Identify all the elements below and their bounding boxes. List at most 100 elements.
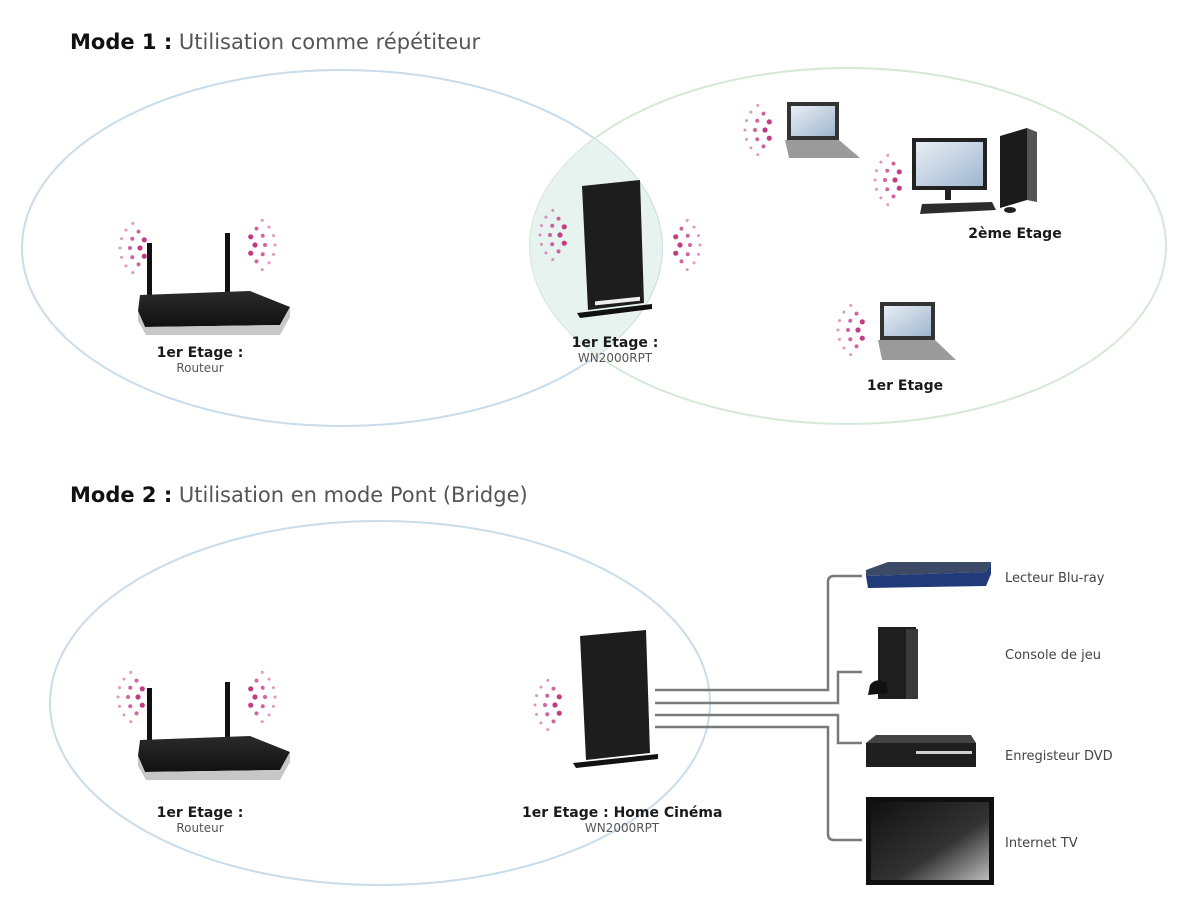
- wifi-dot: [118, 246, 122, 250]
- wifi-dot: [248, 686, 254, 692]
- ethernet-cables: [655, 574, 862, 842]
- wifi-signal-icon: [248, 218, 277, 272]
- bridge-location-label: 1er Etage : Home Cinéma: [522, 805, 723, 821]
- wifi-dot: [135, 694, 141, 700]
- wifi-dot: [260, 218, 264, 222]
- wifi-dot: [254, 678, 259, 683]
- router-name-label: Routeur: [176, 821, 224, 835]
- tv-icon: [866, 797, 994, 885]
- wifi-dot: [685, 233, 690, 238]
- laptop-icon: [785, 102, 860, 158]
- wifi-dot: [873, 178, 877, 182]
- wifi-dot: [267, 713, 271, 717]
- wifi-dot: [248, 250, 254, 256]
- wifi-dot: [551, 258, 555, 262]
- wifi-dot: [548, 233, 552, 237]
- wifi-dot: [885, 187, 890, 192]
- router-name-label: Routeur: [176, 361, 224, 375]
- wifi-dot: [141, 253, 147, 259]
- wifi-dot: [139, 702, 145, 708]
- wifi-dot: [879, 160, 883, 164]
- wifi-dot: [886, 153, 890, 157]
- repeater-floor-label: 1er Etage :: [571, 335, 659, 351]
- wifi-dot: [883, 178, 887, 182]
- game-console-icon: [868, 627, 918, 699]
- wifi-dot: [545, 712, 550, 717]
- wifi-signal-icon: [248, 670, 277, 724]
- wifi-dot: [766, 119, 772, 125]
- mode2-bridge-caption: 1er Etage : Home Cinéma WN2000RPT: [522, 805, 722, 835]
- wifi-dot: [134, 678, 139, 683]
- wifi-dot: [696, 234, 700, 238]
- wifi-dot: [131, 271, 135, 275]
- wifi-dot: [756, 153, 760, 157]
- wifi-dot: [875, 187, 879, 191]
- device-label-console: Console de jeu: [1005, 648, 1101, 663]
- wifi-dot: [854, 344, 859, 349]
- wifi-dot: [679, 259, 684, 264]
- wifi-dot: [749, 146, 753, 150]
- wifi-dot: [896, 185, 902, 191]
- wifi-dot: [260, 720, 264, 724]
- floor1-label: 1er Etage: [866, 378, 944, 394]
- wifi-dot: [677, 242, 683, 248]
- wifi-dot: [260, 685, 265, 690]
- wifi-dot: [540, 224, 544, 228]
- wifi-dot: [688, 243, 692, 247]
- wifi-dot: [136, 262, 141, 267]
- wifi-dot: [252, 694, 258, 700]
- wifi-signal-icon: [116, 670, 145, 724]
- wifi-dot: [139, 686, 145, 692]
- wifi-dot: [267, 225, 271, 229]
- repeater-icon: [577, 180, 652, 318]
- wifi-dot: [131, 221, 135, 225]
- wifi-dot: [561, 240, 567, 246]
- mode1-coverage-zones: [21, 67, 1167, 427]
- wifi-dot: [263, 243, 267, 247]
- wifi-dot: [855, 327, 861, 333]
- desktop-computer-icon: [912, 128, 1037, 214]
- wifi-dot: [136, 229, 141, 234]
- wifi-dot: [891, 194, 896, 199]
- wifi-dot: [557, 232, 563, 238]
- wifi-dot: [859, 335, 865, 341]
- wifi-dot: [838, 319, 842, 323]
- mode1-description: Utilisation comme répétiteur: [178, 30, 481, 54]
- wifi-dot: [120, 237, 124, 241]
- wifi-dot: [254, 259, 259, 264]
- wifi-signal-icon: [873, 153, 902, 207]
- wifi-dot: [118, 704, 122, 708]
- wifi-dot: [535, 694, 539, 698]
- wifi-dot: [755, 137, 760, 142]
- wifi-dot: [849, 303, 853, 307]
- wifi-dot: [743, 128, 747, 132]
- wifi-dot: [130, 236, 135, 241]
- mode2-description: Utilisation en mode Pont (Bridge): [178, 483, 528, 507]
- wifi-dot: [749, 110, 753, 114]
- wifi-dot: [849, 353, 853, 357]
- wifi-dot: [561, 224, 567, 230]
- wifi-dot: [128, 685, 133, 690]
- wifi-signal-icon: [836, 303, 865, 357]
- wifi-dot: [692, 261, 696, 265]
- cable-dvd: [655, 713, 862, 745]
- wifi-signal-icon: [673, 218, 702, 272]
- mode2-heading: Mode 2 : Utilisation en mode Pont (Bridg…: [70, 483, 528, 507]
- wifi-dot: [875, 169, 879, 173]
- wifi-dot: [118, 686, 122, 690]
- wifi-dot: [254, 711, 259, 716]
- dvd-recorder-icon: [866, 735, 976, 767]
- wifi-dot: [885, 168, 890, 173]
- wifi-dot: [122, 713, 126, 717]
- wifi-dot: [842, 310, 846, 314]
- wifi-dot: [273, 243, 277, 247]
- wifi-dot: [248, 702, 254, 708]
- wifi-dot: [859, 319, 865, 325]
- wifi-dot: [271, 252, 275, 256]
- repeater-icon: [573, 630, 658, 768]
- wifi-dot: [254, 226, 259, 231]
- cable-tv: [655, 725, 862, 842]
- wifi-dot: [260, 704, 265, 709]
- wifi-dot: [745, 137, 749, 141]
- wifi-dot: [836, 328, 840, 332]
